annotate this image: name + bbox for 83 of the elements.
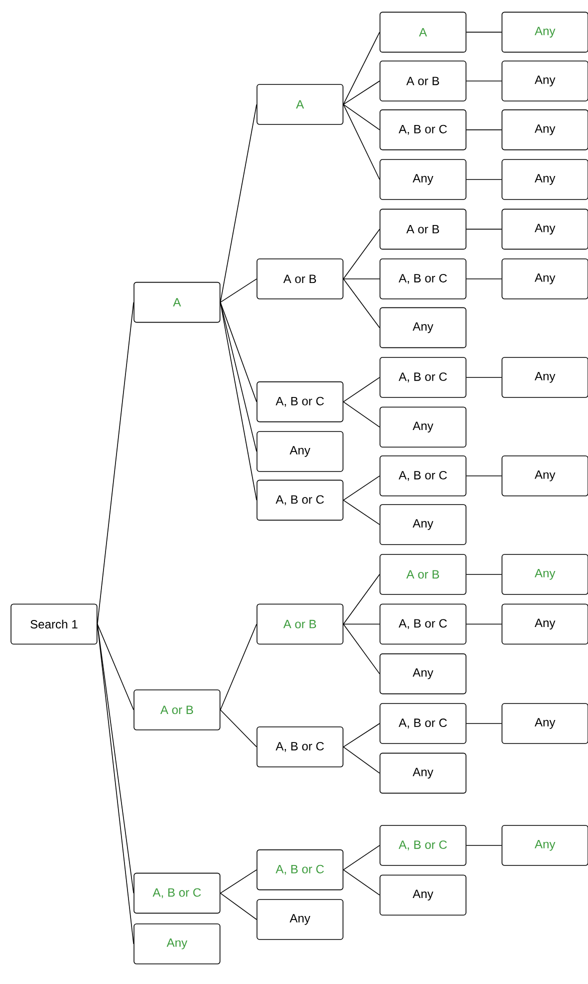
connector-line (97, 624, 134, 944)
connector-line (343, 723, 380, 748)
connector-line (343, 104, 380, 180)
choice-box: A, B or C (380, 357, 466, 398)
choice-box: Any (256, 431, 344, 472)
connector-line (466, 723, 502, 724)
choice-box: A or B (380, 208, 466, 250)
choice-box: A, B or C (380, 258, 466, 300)
choice-box: A, B or C (380, 109, 466, 150)
choice-box: A, B or C (134, 872, 220, 914)
connector-line (343, 278, 380, 328)
connector-line (343, 500, 380, 525)
connector-line (466, 228, 502, 230)
connector-line (466, 574, 502, 575)
choice-box: Any (502, 357, 588, 398)
connector-line (343, 401, 380, 428)
connector-line (220, 302, 257, 501)
choice-box: A, B or C (380, 456, 466, 496)
connector-line (97, 624, 134, 710)
connector-line (343, 228, 380, 280)
connector-line (343, 845, 380, 870)
connector-line (466, 32, 502, 33)
choice-box: Any (502, 60, 588, 102)
connector-line (343, 476, 380, 501)
connector-line (466, 278, 502, 280)
connector-line (220, 302, 257, 402)
connector-line (343, 869, 380, 896)
choice-box: Any (380, 159, 466, 200)
choice-box: Any (502, 604, 588, 644)
connector-line (220, 710, 257, 748)
choice-box: A or B (134, 690, 220, 730)
choice-box: Any (380, 653, 466, 694)
choice-box: A, B or C (256, 381, 344, 422)
choice-box: A, B or C (256, 849, 344, 890)
connector-line (466, 845, 502, 846)
choice-box: Any (134, 924, 220, 964)
choice-box: Any (502, 825, 588, 866)
choice-box: Any (380, 752, 466, 794)
connector-line (220, 302, 257, 452)
choice-box: A, B or C (256, 726, 344, 768)
choice-box: Any (502, 456, 588, 496)
choice-box: A, B or C (380, 703, 466, 744)
connector-line (466, 179, 502, 180)
connector-line (220, 104, 257, 303)
connector-line (220, 869, 257, 894)
choice-box: Any (502, 703, 588, 744)
connector-line (97, 302, 134, 624)
connector-line (343, 32, 380, 105)
choice-box: A (380, 12, 466, 53)
choice-box: A (134, 282, 220, 323)
choice-box: Search 1 (10, 604, 98, 644)
choice-box: Any (380, 874, 466, 916)
choice-box: Any (502, 159, 588, 200)
connector-line (220, 278, 257, 303)
connector-line (343, 574, 380, 624)
choice-box: Any (502, 109, 588, 150)
connector-line (220, 624, 257, 710)
connector-line (343, 377, 380, 402)
choice-box: Any (502, 208, 588, 250)
choice-box: Any (380, 307, 466, 348)
choice-box: Any (256, 899, 344, 940)
connector-line (343, 104, 380, 130)
connector-line (466, 377, 502, 378)
connector-line (343, 278, 380, 280)
connector-line (343, 80, 380, 105)
choice-box: Any (502, 12, 588, 53)
connector-line (466, 129, 502, 130)
choice-box: Any (380, 406, 466, 448)
connector-line (466, 80, 502, 82)
connector-line (220, 892, 257, 920)
choice-box: A (256, 84, 344, 125)
choice-box: A or B (380, 60, 466, 102)
choice-box: A, B or C (256, 480, 344, 521)
choice-box: A or B (256, 604, 344, 644)
choice-box: A, B or C (380, 825, 466, 866)
choice-box: A or B (256, 258, 344, 300)
connector-line (343, 624, 380, 674)
choice-box: A or B (380, 554, 466, 595)
choice-box: Any (502, 258, 588, 300)
connector-line (343, 746, 380, 774)
choice-box: Any (502, 554, 588, 595)
choice-box: A, B or C (380, 604, 466, 644)
choice-box: Any (380, 504, 466, 545)
